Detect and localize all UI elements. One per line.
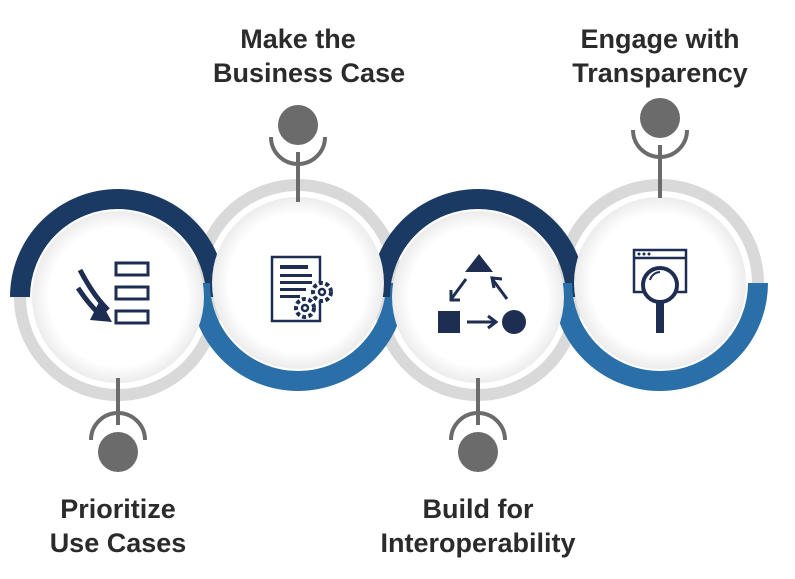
pin-step-4: [631, 98, 689, 198]
pin-step-3: [449, 378, 507, 472]
pins: [89, 98, 689, 472]
step-3-label-line2: Interoperability: [380, 528, 576, 558]
step-2-label-line1: Make the: [240, 24, 356, 54]
interoperability-shapes-icon: [438, 254, 526, 334]
step-label-make-business-case: Make the Business Case: [213, 22, 406, 90]
browser-magnifier-icon: [632, 248, 688, 333]
step-1-label-line1: Prioritize: [60, 494, 176, 524]
arc-blue-4: [552, 282, 768, 391]
pin-step-1: [89, 378, 147, 472]
step-1-label-line2: Use Cases: [49, 528, 187, 558]
colored-arcs: [10, 189, 768, 391]
disc-1: [32, 211, 204, 383]
step-4-label-line2: Transparency: [572, 58, 748, 88]
step-label-engage-transparency: Engage with Transparency: [570, 22, 750, 90]
arc-navy-3: [370, 189, 586, 298]
arc-blue-2: [190, 282, 406, 391]
document-gears-icon: [270, 255, 333, 323]
step-label-build-interoperability: Build for Interoperability: [378, 492, 578, 560]
step-4-label-line1: Engage with: [580, 24, 740, 54]
prioritize-list-icon: [75, 261, 150, 325]
step-label-prioritize-use-cases: Prioritize Use Cases: [33, 492, 203, 560]
step-2-label-line2: Business Case: [213, 58, 406, 88]
arc-navy-1: [10, 189, 226, 298]
step-3-label-line1: Build for: [422, 494, 534, 524]
disc-3: [392, 211, 564, 383]
pin-step-2: [269, 105, 327, 202]
